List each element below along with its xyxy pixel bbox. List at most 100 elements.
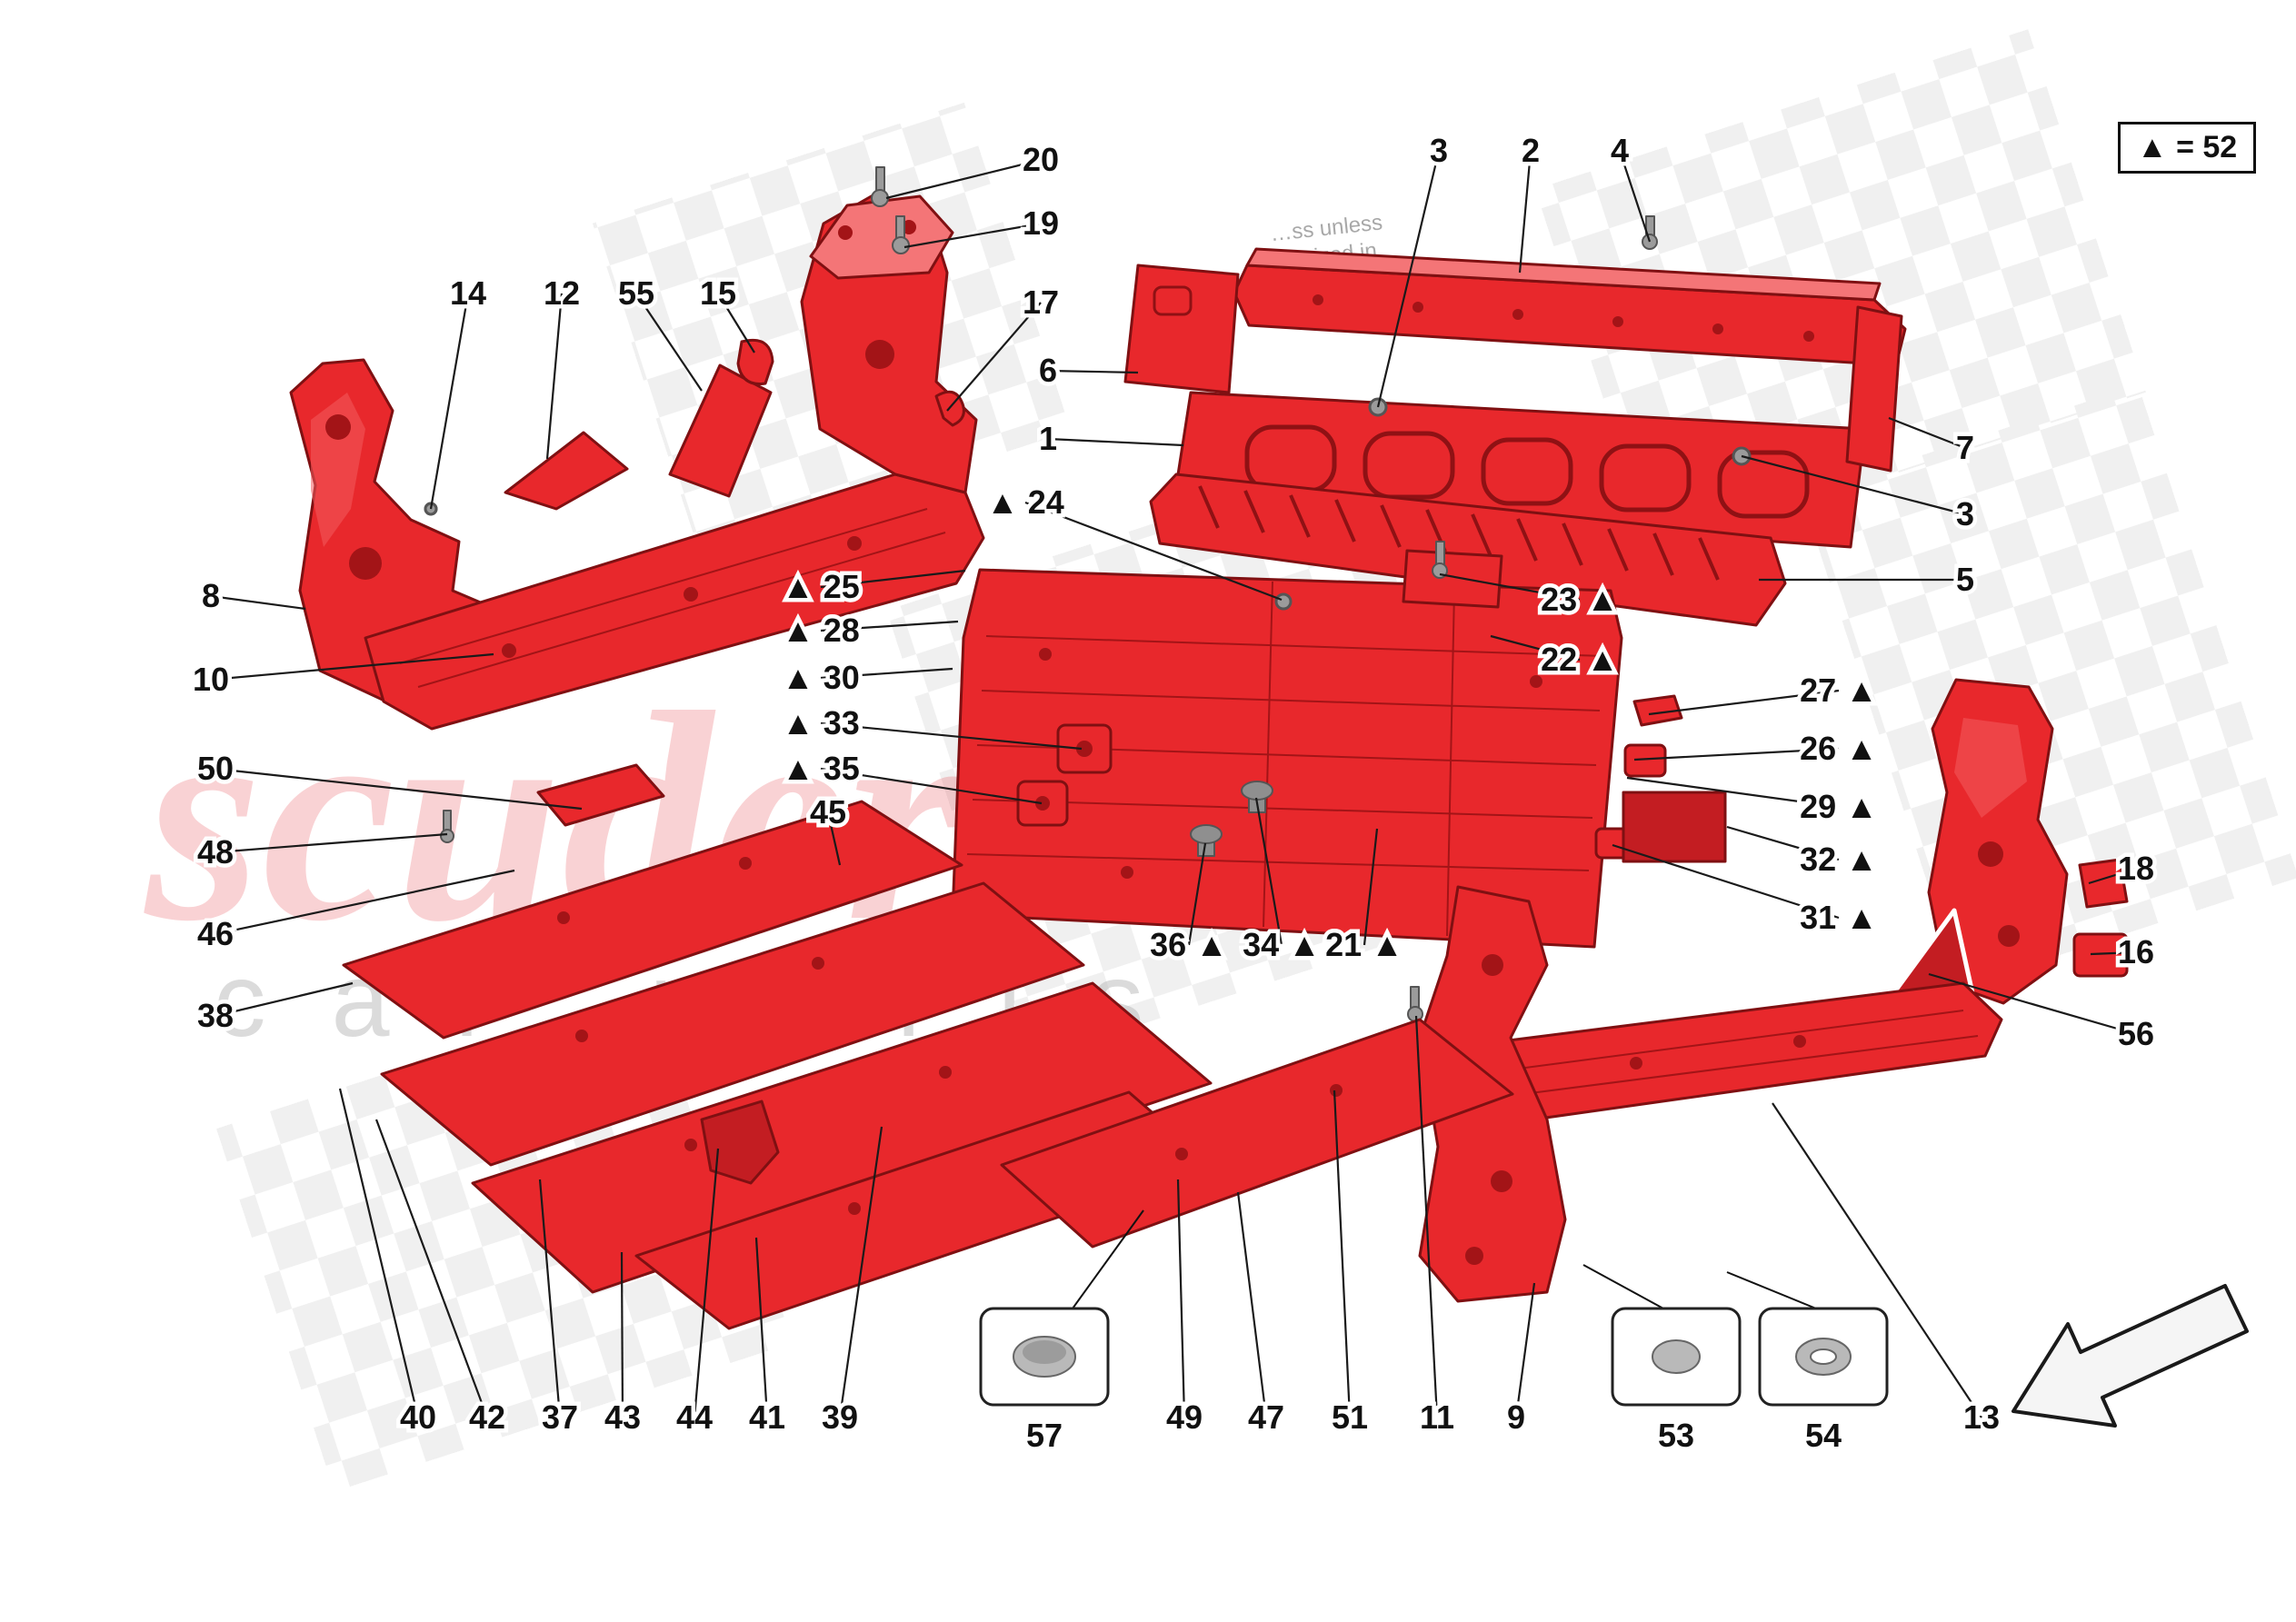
part-crossmember-44	[700, 1100, 780, 1185]
legend-text: ▲ = 52	[2137, 130, 2238, 164]
leader-line-38	[215, 981, 354, 1018]
callout-55: 55	[618, 274, 654, 312]
leader-line-21	[1363, 828, 1379, 946]
leader-line-14	[429, 293, 470, 510]
leader-line-56	[1928, 972, 2137, 1036]
direction-arrow	[2011, 1284, 2249, 1428]
leader-line-25	[820, 569, 966, 589]
leader-line-12	[545, 293, 564, 460]
leader-lines	[210, 150, 2137, 1418]
leader-line-3	[1376, 150, 1441, 408]
detail-box-contents	[1013, 1336, 1852, 1378]
leader-line-11	[1414, 1015, 1439, 1418]
part-floor-strip-50	[536, 763, 665, 827]
callout-40: 40	[400, 1398, 436, 1436]
plug-57-top	[1023, 1340, 1066, 1364]
leader-line-36	[1187, 842, 1207, 946]
callout-16: 16	[2118, 933, 2154, 970]
callout-27: 27 ▲	[1800, 672, 1878, 709]
callout-14: 14	[450, 274, 486, 312]
callout-32: 32 ▲	[1800, 841, 1878, 878]
callout-29: 29 ▲	[1800, 788, 1878, 825]
part-bracket-22	[1402, 541, 1503, 609]
leader-line-2	[1518, 150, 1532, 274]
callout-54: 54	[1805, 1417, 1842, 1454]
callout-36: 36 ▲	[1150, 926, 1228, 963]
part-bracket-16	[2072, 932, 2129, 978]
callout-34: 34 ▲	[1243, 926, 1321, 963]
leader-line-19	[903, 222, 1042, 249]
leader-line-33	[820, 721, 1083, 751]
leader-line-46	[215, 869, 515, 936]
leader-line-20	[885, 158, 1042, 200]
part-bracket-33	[1056, 723, 1113, 774]
callout-56: 56	[2118, 1015, 2154, 1052]
callout-50: 50	[197, 750, 234, 787]
callout-47: 47	[1248, 1398, 1284, 1436]
part-center-plate	[951, 568, 1623, 949]
callout-10: 10	[193, 661, 229, 698]
leader-line-4	[1618, 150, 1652, 243]
callout-22: 22 ▲	[1541, 641, 1619, 678]
callout-3: 3	[1430, 132, 1448, 169]
callout-17: 17	[1023, 284, 1059, 321]
callout-26: 26 ▲	[1800, 730, 1878, 767]
part-top-rail	[1233, 247, 1907, 367]
callout-46: 46	[197, 915, 234, 952]
leader-line-6	[1047, 369, 1139, 374]
leader-line-28	[820, 620, 959, 632]
leader-line-31	[1612, 843, 1840, 920]
leader-line-17	[946, 302, 1042, 412]
callout-44: 44	[676, 1398, 713, 1436]
leader-line-45	[826, 811, 842, 866]
leader-line-40	[338, 1088, 420, 1418]
leader-line-30	[820, 667, 953, 680]
callout-5: 5	[1956, 561, 1974, 598]
callout-21: 21 ▲	[1325, 926, 1403, 963]
part-right-pillar	[1927, 678, 2069, 1005]
leader-line-1	[1047, 437, 1184, 447]
part-floor-right	[1000, 1018, 1514, 1249]
leader-line-48	[215, 832, 448, 854]
callout-7: 7	[1956, 429, 1974, 466]
leader-line-34	[1254, 797, 1283, 946]
callout-2: 2	[1522, 132, 1540, 169]
callout-31: 31 ▲	[1800, 899, 1878, 936]
callout-9: 9	[1507, 1398, 1525, 1436]
leader-line-47	[1236, 1191, 1268, 1418]
part-bracket-18	[2078, 858, 2129, 909]
callout-51: 51	[1332, 1398, 1368, 1436]
callout-12: 12	[544, 274, 580, 312]
leader-line-18	[2088, 867, 2137, 885]
bolt-19	[892, 215, 910, 254]
leader-line-16	[2090, 950, 2137, 956]
callout-25: ▲ 25	[782, 568, 860, 605]
callout-20: 20	[1023, 141, 1059, 178]
legend-box: ▲ = 52	[2118, 122, 2257, 174]
leader-line-29	[1626, 776, 1840, 809]
leader-line-27	[1648, 689, 1840, 716]
leader-line-50	[215, 767, 583, 811]
part-bracket-26	[1623, 743, 1667, 778]
callout-39: 39	[822, 1398, 858, 1436]
leader-line-26	[1633, 747, 1840, 761]
bolt-48	[440, 810, 454, 843]
leader-line-41	[754, 1237, 769, 1418]
part-panel-7	[1845, 305, 1903, 473]
callout-18: 18	[2118, 850, 2154, 887]
callout-3: 3	[1956, 495, 1974, 532]
leader-line-37	[538, 1179, 562, 1418]
part-panel-6	[1123, 264, 1240, 394]
part-clip-15	[736, 338, 774, 386]
callout-19: 19	[1023, 204, 1059, 242]
leader-line-15	[717, 293, 755, 353]
callout-33: ▲ 33	[782, 704, 860, 741]
callout-15: 15	[700, 274, 736, 312]
callout-28: ▲ 28	[782, 612, 860, 649]
leader-line-8	[210, 594, 306, 611]
leader-line-43	[620, 1251, 624, 1418]
callout-49: 49	[1166, 1398, 1203, 1436]
box-leaders	[1072, 1209, 1817, 1309]
